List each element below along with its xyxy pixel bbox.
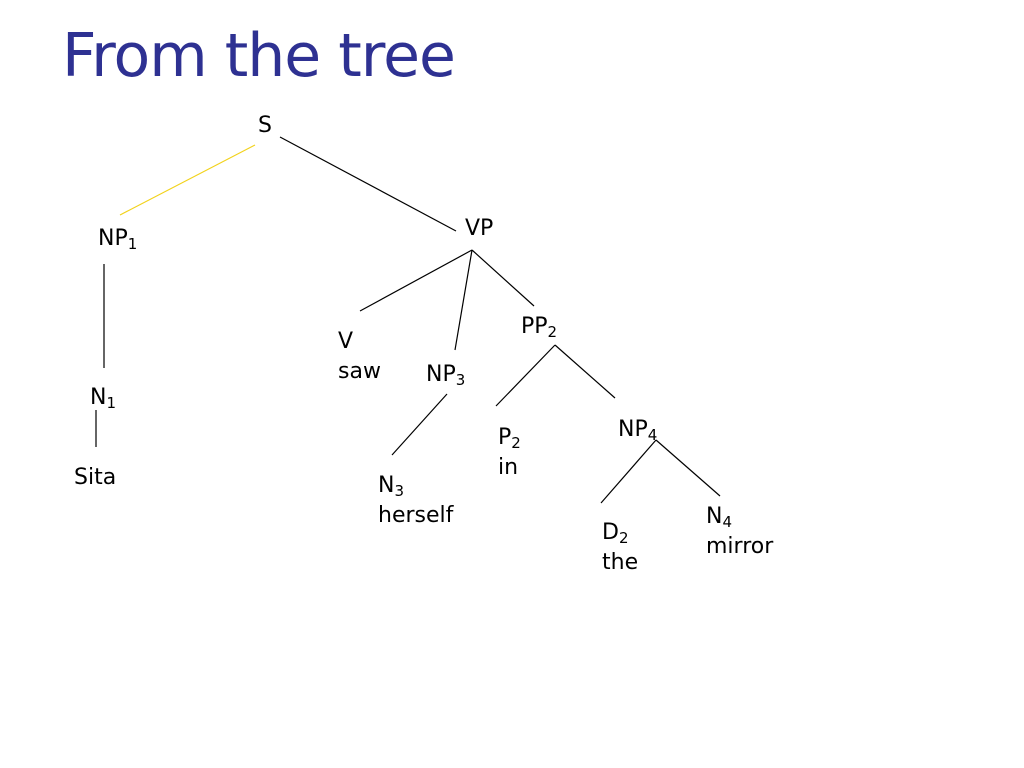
node-np1: NP1 [98, 224, 137, 254]
node-d2-word: the [602, 550, 639, 575]
node-n1: N1 [90, 383, 116, 413]
edge-s-np1 [119, 144, 256, 216]
edge-vp-np3 [454, 249, 473, 351]
leaf-sita-label: Sita [74, 465, 117, 490]
edge-pp2-p2 [495, 344, 556, 407]
node-s: S [258, 111, 272, 141]
node-np4-sub: 4 [647, 426, 658, 444]
node-n4-word: mirror [706, 534, 774, 559]
edge-vp-v [359, 249, 473, 312]
node-np4-label: NP [618, 417, 648, 442]
node-v-word: saw [338, 359, 381, 384]
node-n1-sub: 1 [106, 394, 117, 412]
edge-s-vp [279, 136, 457, 232]
node-np3: NP3 [426, 360, 465, 390]
node-np1-label: NP [98, 226, 128, 251]
node-n3-word: herself [378, 503, 454, 528]
node-pp2-label: PP [521, 314, 548, 339]
node-np3-label: NP [426, 362, 456, 387]
edge-np4-n4 [655, 439, 721, 497]
node-d2-label: D [602, 520, 619, 545]
node-d2: D2 the [602, 518, 638, 578]
node-n3-sub: 3 [394, 482, 405, 500]
node-s-label: S [258, 113, 272, 138]
node-p2: P2 in [498, 423, 521, 483]
node-v: V saw [338, 327, 381, 387]
node-d2-sub: 2 [618, 529, 629, 547]
node-p2-label: P [498, 425, 512, 450]
edge-np3-n3 [391, 393, 448, 456]
node-pp2-sub: 2 [547, 323, 558, 341]
edge-vp-pp2 [471, 249, 535, 307]
node-n3-label: N [378, 473, 395, 498]
edge-pp2-np4 [554, 344, 616, 399]
node-p2-word: in [498, 455, 519, 480]
node-pp2: PP2 [521, 312, 557, 342]
node-n3: N3 herself [378, 471, 453, 531]
node-vp-label: VP [465, 216, 494, 241]
node-np3-sub: 3 [455, 371, 466, 389]
node-p2-sub: 2 [511, 434, 521, 452]
edge-np4-d2 [600, 439, 657, 504]
node-np4: NP4 [618, 415, 657, 445]
node-n1-label: N [90, 385, 107, 410]
node-np1-sub: 1 [127, 235, 138, 253]
node-n4-sub: 4 [722, 513, 733, 531]
leaf-sita: Sita [74, 463, 116, 493]
node-v-label: V [338, 329, 354, 354]
node-vp: VP [465, 214, 493, 244]
node-n4-label: N [706, 504, 723, 529]
node-n4: N4 mirror [706, 502, 773, 562]
slide-title: From the tree [62, 21, 456, 91]
